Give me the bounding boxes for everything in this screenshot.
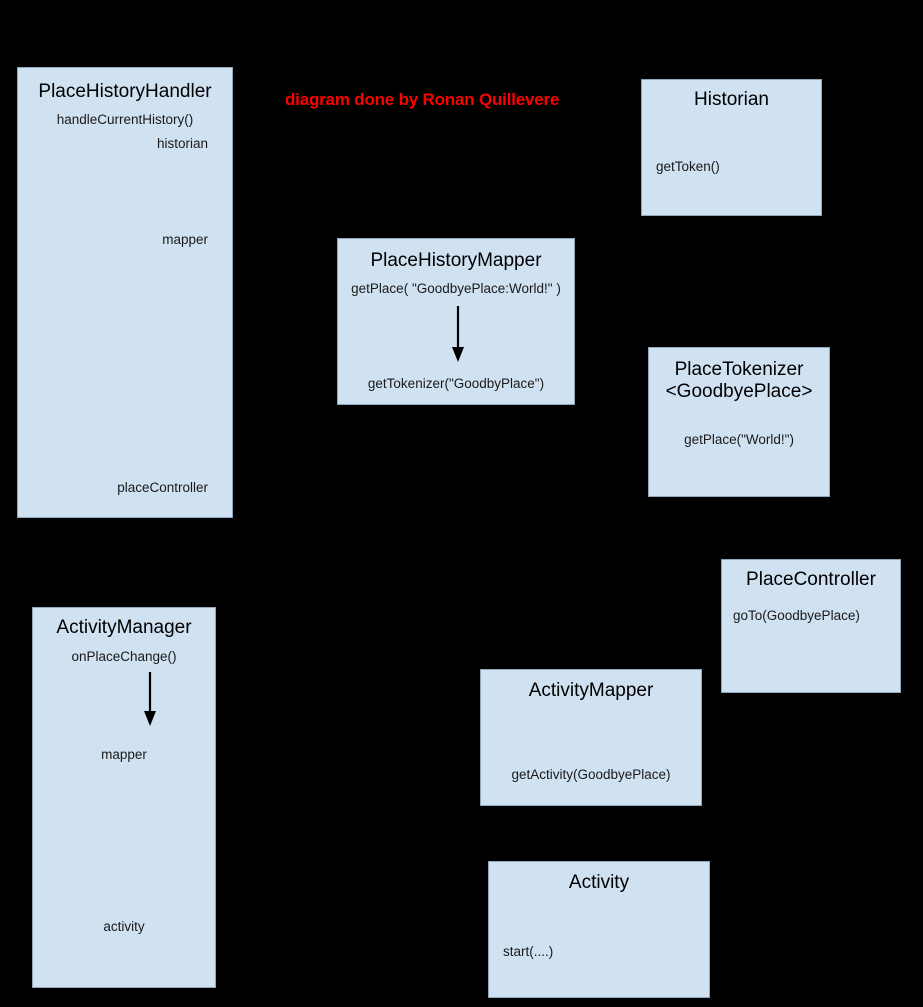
- member-place-controller: placeController: [117, 480, 208, 495]
- class-title-activity-manager: ActivityManager: [56, 617, 192, 638]
- class-box-place-controller[interactable]: PlaceController goTo(GoodbyePlace): [721, 559, 901, 693]
- class-title-activity-mapper: ActivityMapper: [528, 680, 654, 701]
- member-get-activity-goodbyeplace: getActivity(GoodbyePlace): [511, 767, 671, 782]
- class-title-place-history-mapper: PlaceHistoryMapper: [370, 250, 542, 271]
- class-title-activity: Activity: [568, 872, 630, 893]
- member-activity: activity: [103, 919, 145, 934]
- class-box-place-tokenizer[interactable]: PlaceTokenizer <GoodbyePlace> getPlace("…: [648, 347, 830, 497]
- class-box-activity[interactable]: Activity start(....): [488, 861, 710, 998]
- member-mapper-activity-manager: mapper: [101, 747, 147, 762]
- class-title-place-controller: PlaceController: [746, 569, 876, 590]
- flow-arrow-manager-to-mapper: [140, 672, 160, 731]
- flow-arrow-mapper-to-tokenizer: [448, 306, 468, 367]
- class-box-activity-manager[interactable]: ActivityManager onPlaceChange() mapper a…: [32, 607, 216, 988]
- class-box-place-history-handler[interactable]: PlaceHistoryHandler handleCurrentHistory…: [17, 67, 233, 518]
- member-mapper: mapper: [162, 232, 208, 247]
- class-title-place-tokenizer: PlaceTokenizer <GoodbyePlace>: [665, 359, 813, 402]
- class-title-historian: Historian: [694, 89, 769, 110]
- member-get-place-goodbyeplace-world: getPlace( "GoodbyePlace:World!" ): [351, 281, 561, 296]
- member-handle-current-history: handleCurrentHistory(): [56, 112, 194, 127]
- class-box-place-history-mapper[interactable]: PlaceHistoryMapper getPlace( "GoodbyePla…: [337, 238, 575, 405]
- class-box-activity-mapper[interactable]: ActivityMapper getActivity(GoodbyePlace): [480, 669, 702, 806]
- class-title-place-history-handler: PlaceHistoryHandler: [38, 81, 212, 102]
- member-historian: historian: [156, 136, 208, 151]
- member-start: start(....): [503, 944, 554, 959]
- diagram-credit-annotation: diagram done by Ronan Quillevere: [285, 90, 560, 109]
- member-go-to-goodbyeplace: goTo(GoodbyePlace): [733, 608, 860, 623]
- member-on-place-change: onPlaceChange(): [71, 649, 177, 664]
- class-box-historian[interactable]: Historian getToken(): [641, 79, 822, 216]
- member-get-place-world: getPlace("World!"): [684, 432, 794, 447]
- member-get-token: getToken(): [656, 159, 720, 174]
- member-get-tokenizer-goodbyplace: getTokenizer("GoodbyPlace"): [367, 376, 545, 391]
